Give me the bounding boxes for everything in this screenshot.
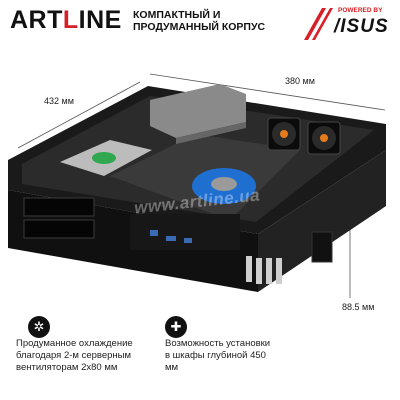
tagline-line-2: продуманный корпус	[133, 21, 266, 33]
width-dimension: 380 мм	[285, 76, 315, 86]
asus-logo: POWERED BY /ISUS	[300, 6, 392, 42]
asus-wordmark: /ISUS	[334, 16, 389, 37]
height-dimension: 88.5 мм	[342, 302, 375, 312]
puzzle-icon: ✚	[165, 316, 187, 338]
fan-icon: ✲	[28, 316, 50, 338]
rear-panel	[130, 214, 240, 250]
rog-slash-icon	[304, 8, 333, 40]
artline-logo: ARTLINE	[10, 6, 122, 34]
feature-rack-text: Возможность установки в шкафы глубиной 4…	[165, 338, 271, 373]
powered-by-label: POWERED BY	[338, 7, 383, 14]
case-fans	[267, 117, 341, 155]
drive-bay-1	[23, 197, 95, 217]
drive-bay-2	[23, 219, 95, 239]
tagline-line-1: Компактный и	[133, 9, 221, 21]
expansion-slots	[246, 256, 282, 284]
feature-cooling-text: Продуманное охлаждение благодаря 2-м сер…	[16, 338, 133, 373]
length-dimension: 432 мм	[44, 96, 74, 106]
power-supply	[150, 84, 246, 138]
case-side-panel	[258, 150, 386, 292]
tagline: Компактный и продуманный корпус	[133, 9, 265, 33]
